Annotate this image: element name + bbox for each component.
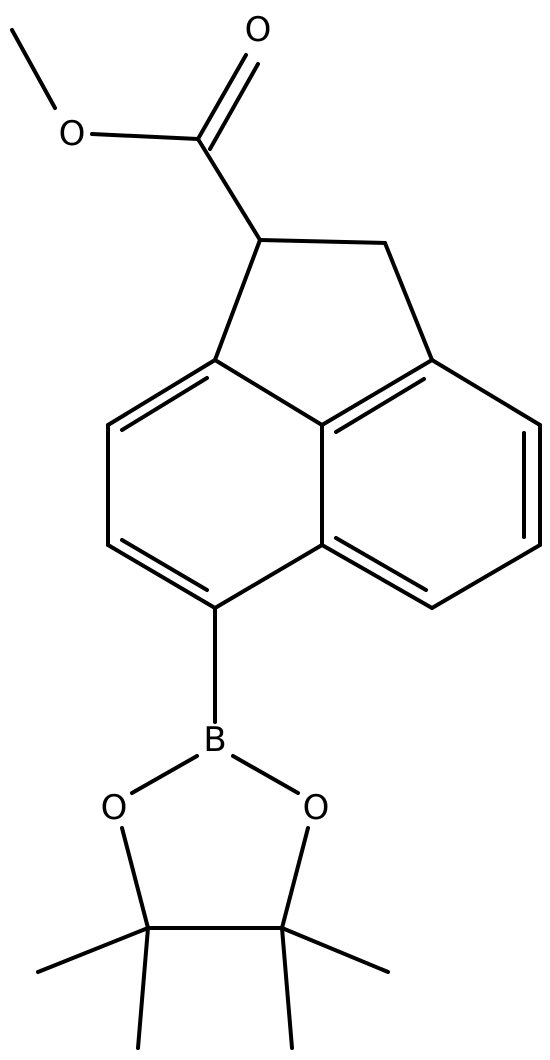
- bond-c1-c8a: [213, 238, 262, 362]
- bond-c2-c2a: [383, 241, 434, 362]
- bond-c7-c6: [106, 543, 217, 610]
- bond-c8b-c2a: [320, 358, 434, 427]
- ester-group: [10, 28, 262, 242]
- bond-methyl-left-2: [136, 926, 150, 1050]
- atom-ester-oxygen: O: [59, 114, 86, 154]
- bond-c5-c5a-inner: [334, 536, 428, 592]
- bond-c7-c6-inner: [120, 538, 209, 592]
- atom-ring-oxygen-left: O: [101, 788, 128, 828]
- bond-c8a-c8: [106, 358, 217, 427]
- bond-c4-c5: [430, 543, 542, 610]
- bond-methyl-right-2: [280, 926, 294, 1050]
- bond-c2a-c3: [430, 358, 542, 427]
- bond-c5-c5a: [320, 543, 434, 610]
- bond-methyl-o: [10, 28, 57, 110]
- bond-c8a-c8-inner: [120, 376, 209, 432]
- bond-co-double-1: [196, 53, 248, 141]
- bond-methyl-left-1: [36, 926, 150, 974]
- bond-c8b-c2a-inner: [334, 377, 426, 434]
- pinacol-boronate: [36, 606, 390, 1050]
- bond-b-o-left: [130, 754, 199, 795]
- right-aromatic-ring: [320, 358, 542, 610]
- bond-methyl-right-1: [280, 926, 390, 974]
- left-aromatic-ring: [106, 358, 324, 610]
- bond-c1-c2: [258, 238, 387, 245]
- bond-o-carbonylc: [90, 132, 200, 141]
- bond-o-right-c: [280, 826, 310, 930]
- bond-o-left-c: [120, 826, 150, 930]
- atom-boron: B: [203, 720, 226, 760]
- bond-co-double-2: [208, 62, 260, 151]
- atom-carbonyl-oxygen: O: [245, 10, 272, 50]
- bond-carbonylc-c1: [196, 137, 262, 242]
- bond-c6-c5a: [213, 543, 324, 610]
- atom-ring-oxygen-right: O: [303, 788, 330, 828]
- bond-b-o-right: [231, 754, 300, 795]
- bond-c8b-c8a: [213, 358, 324, 427]
- five-membered-ring: [213, 238, 434, 362]
